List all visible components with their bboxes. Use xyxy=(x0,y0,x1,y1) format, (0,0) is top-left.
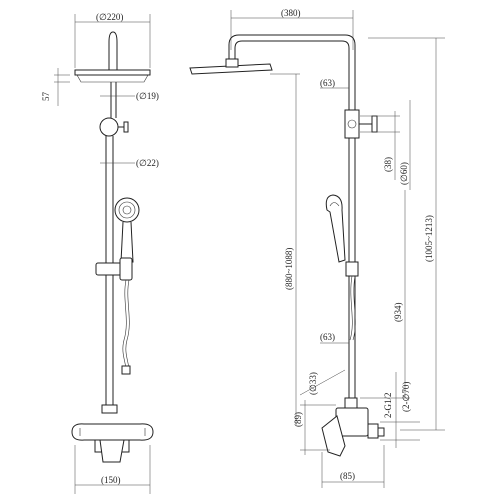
dim-hose-diameter: (∅33) xyxy=(308,372,318,395)
rain-shower-head xyxy=(74,69,151,76)
dim-thread-diameter: (2-∅70) xyxy=(401,382,411,412)
dim-mixer-width: (150) xyxy=(101,475,121,485)
diverter-knob xyxy=(99,117,119,137)
dim-arm-diameter: (∅19) xyxy=(136,91,159,101)
dim-arm-offset-top: (63) xyxy=(320,78,335,88)
dim-bracket-dia: (∅60) xyxy=(399,162,409,185)
dim-riser-diameter: (∅22) xyxy=(136,158,159,168)
dim-mixer-depth: (85) xyxy=(340,471,355,481)
dim-height-range-outer: (1005~1213) xyxy=(424,215,434,262)
front-view: (∅220) 57 (∅19) (∅22) xyxy=(41,12,159,494)
dim-riser-length: (934) xyxy=(393,303,403,323)
dim-thread-spec: 2-G1/2 xyxy=(383,393,393,419)
dim-bracket-drop: (38) xyxy=(383,157,393,172)
hand-shower-head xyxy=(114,197,140,223)
bar-mixer xyxy=(71,423,154,441)
dim-arm-reach: (380) xyxy=(281,8,301,18)
side-view: (380) (63) (38) (∅60) (1005~1213) xyxy=(189,8,445,488)
dim-mixer-height: (89) xyxy=(293,412,303,427)
dim-head-diameter: (∅220) xyxy=(96,12,123,22)
dim-height-range-inner: (880~1088) xyxy=(284,248,294,290)
side-hand-shower xyxy=(325,194,346,263)
dim-left-small: 57 xyxy=(41,92,51,102)
dim-arm-offset-low: (63) xyxy=(320,332,335,342)
side-rain-head xyxy=(189,63,273,75)
